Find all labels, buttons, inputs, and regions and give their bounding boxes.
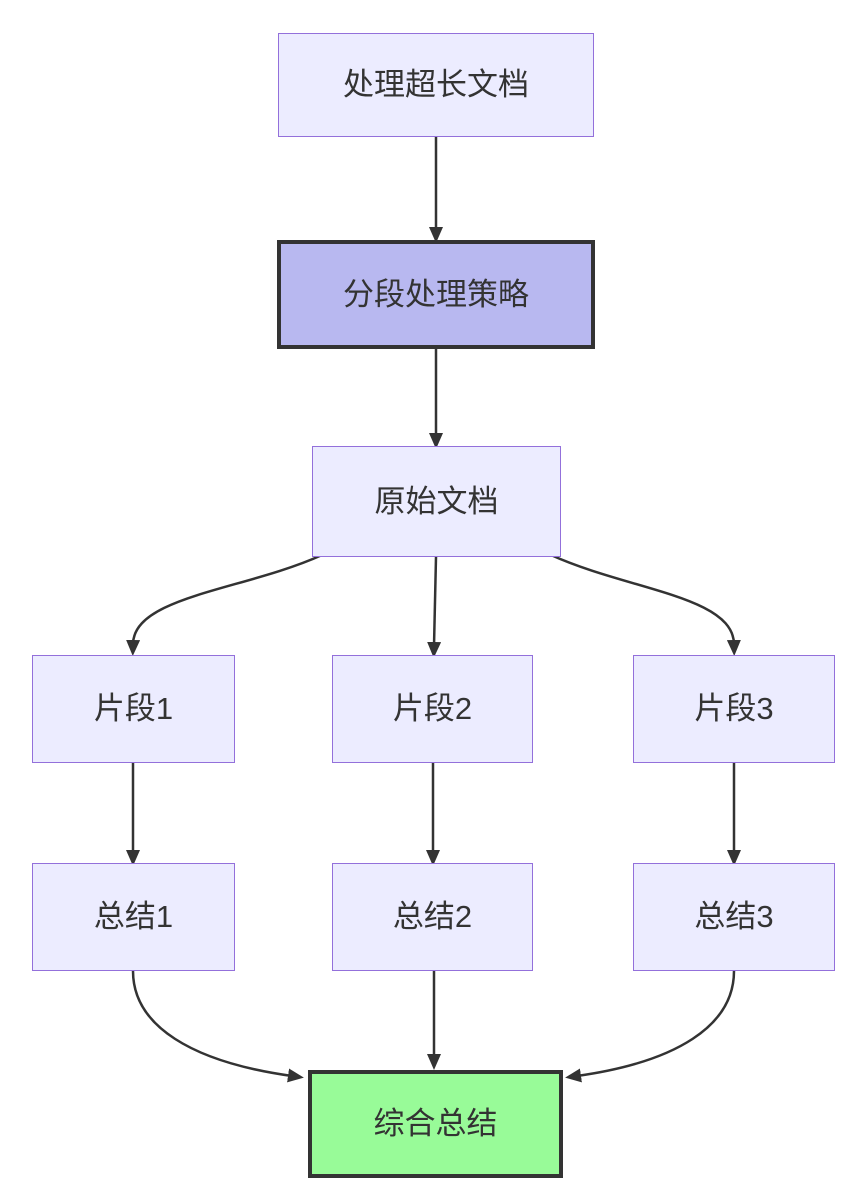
node-fragment-2: 片段2 — [332, 655, 533, 763]
node-segmentation-strategy-label: 分段处理策略 — [343, 276, 529, 312]
edge-summary3-to-final — [565, 970, 736, 1083]
node-fragment-1-label: 片段1 — [93, 691, 174, 727]
node-process-long-doc: 处理超长文档 — [278, 33, 594, 137]
edge-original-to-fragment2 — [427, 556, 442, 658]
node-summary-3-label: 总结3 — [694, 899, 774, 935]
node-original-doc-label: 原始文档 — [374, 483, 499, 519]
node-fragment-3: 片段3 — [633, 655, 835, 763]
node-segmentation-strategy: 分段处理策略 — [277, 240, 595, 349]
node-original-doc: 原始文档 — [312, 446, 561, 557]
node-summary-2-label: 总结2 — [392, 899, 473, 935]
node-fragment-2-label: 片段2 — [392, 691, 473, 727]
edge-summary1-to-final — [131, 970, 304, 1083]
node-process-long-doc-label: 处理超长文档 — [343, 67, 529, 103]
node-fragment-3-label: 片段3 — [694, 691, 774, 727]
edge-original-to-fragment3 — [550, 553, 741, 656]
node-fragment-1: 片段1 — [32, 655, 235, 763]
node-summary-1: 总结1 — [32, 863, 235, 971]
node-summary-3: 总结3 — [633, 863, 835, 971]
edge-original-to-fragment1 — [126, 553, 323, 656]
node-final-summary: 综合总结 — [308, 1070, 563, 1178]
node-summary-1-label: 总结1 — [93, 899, 174, 935]
node-summary-2: 总结2 — [332, 863, 533, 971]
node-final-summary-label: 综合总结 — [373, 1106, 498, 1142]
